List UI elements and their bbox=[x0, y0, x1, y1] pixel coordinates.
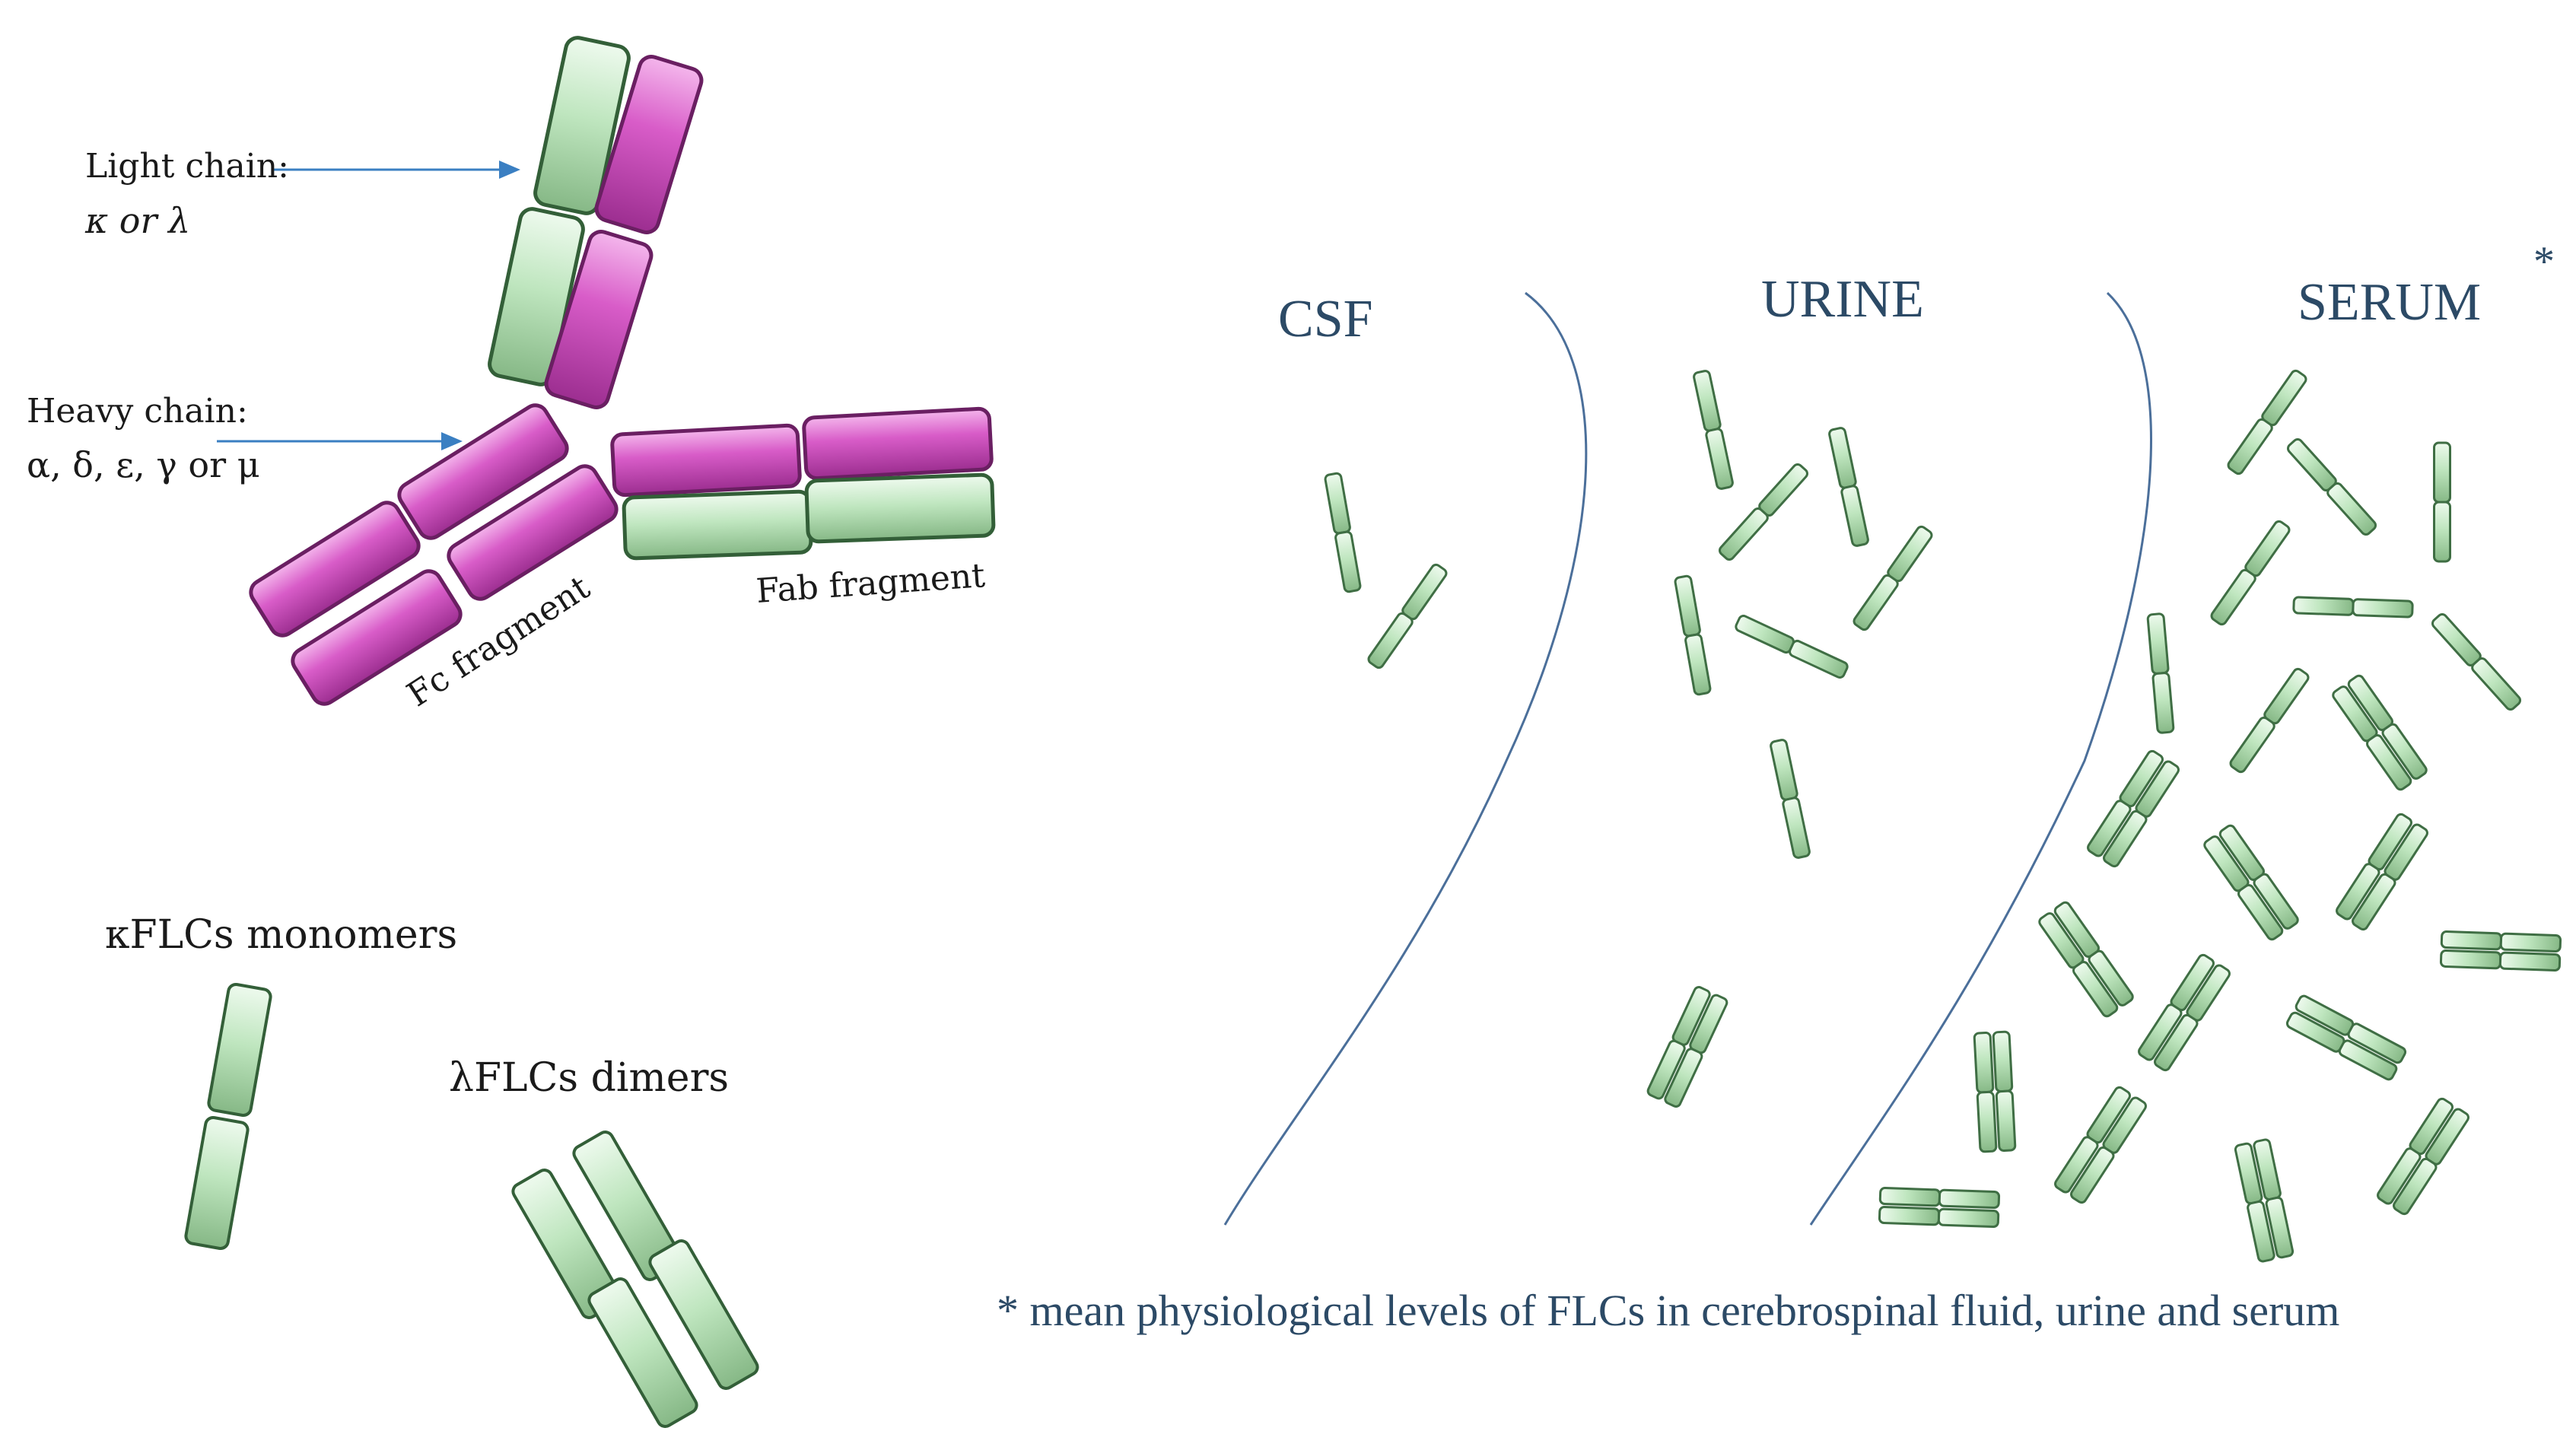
csf-kappa-monomer bbox=[1324, 472, 1362, 593]
heavy-chain-arrow bbox=[217, 432, 463, 450]
serum-lambda-dimer bbox=[2203, 824, 2299, 941]
kappa-monomer-example bbox=[184, 982, 272, 1251]
fab-fragment bbox=[610, 406, 996, 561]
serum-kappa-monomer bbox=[2227, 369, 2307, 475]
heavy-chain-segment bbox=[802, 406, 994, 481]
urine-kappa-monomer bbox=[1770, 739, 1811, 859]
lambda-dimer-segment bbox=[587, 1277, 698, 1428]
heavy-chain-types: α, δ, ε, γ or μ bbox=[27, 444, 260, 485]
heavy-chain-segment bbox=[291, 569, 463, 706]
lambda-dimer-segment bbox=[648, 1239, 759, 1390]
urine-kappa-monomer bbox=[1718, 463, 1809, 561]
fc-fragment bbox=[249, 403, 619, 706]
serum-lambda-dimer bbox=[2234, 1138, 2295, 1263]
light-chain-segment bbox=[533, 36, 631, 215]
csf-urine-divider bbox=[1223, 291, 1588, 1226]
heavy-chain-segment bbox=[447, 464, 619, 601]
urine-kappa-monomer bbox=[1674, 574, 1712, 696]
serum-kappa-monomer bbox=[2210, 520, 2291, 626]
asterisk-marker: * bbox=[2533, 238, 2555, 285]
heavy-chain-segment bbox=[610, 423, 802, 498]
antibody bbox=[249, 36, 996, 706]
light-chain-arrow bbox=[274, 161, 520, 179]
serum-kappa-monomer bbox=[2146, 612, 2175, 734]
serum-lambda-dimer bbox=[2285, 994, 2407, 1081]
fab-fragment-label: Fab fragment bbox=[755, 556, 987, 611]
lambda-dimer-example bbox=[511, 1131, 759, 1428]
serum-lambda-dimer bbox=[2439, 930, 2562, 972]
urine-kappa-monomer bbox=[1852, 525, 1933, 631]
serum-lambda-dimer bbox=[1973, 1030, 2017, 1153]
heavy-chain-segment bbox=[594, 55, 704, 234]
serum-lambda-dimer bbox=[2138, 953, 2231, 1072]
serum-kappa-monomer bbox=[2286, 437, 2377, 536]
serum-lambda-dimer bbox=[2377, 1097, 2469, 1216]
serum-lambda-dimer bbox=[2336, 813, 2428, 931]
kappa-monomers-label: κFLCs monomers bbox=[105, 912, 457, 958]
serum-lambda-dimer bbox=[2054, 1086, 2147, 1204]
urine-kappa-monomer bbox=[1735, 614, 1849, 679]
footnote: * mean physiological levels of FLCs in c… bbox=[997, 1286, 2339, 1335]
antibody-upper-arm bbox=[488, 36, 704, 409]
serum-lambda-dimer bbox=[2087, 749, 2180, 868]
urine-kappa-monomer bbox=[1828, 427, 1869, 547]
light-chain-types: κ or λ bbox=[84, 200, 190, 241]
serum-kappa-monomer bbox=[2431, 612, 2522, 711]
light-chain-segment bbox=[622, 489, 813, 561]
light-chain-segment bbox=[488, 207, 585, 386]
csf-kappa-monomer bbox=[1367, 563, 1448, 669]
serum-lambda-dimer bbox=[1878, 1186, 2001, 1229]
flc-layer bbox=[1324, 369, 2562, 1263]
urine-region-label: URINE bbox=[1761, 270, 1924, 329]
urine-kappa-monomer bbox=[1693, 370, 1734, 490]
lambda-dimers-label: λFLCs dimers bbox=[449, 1055, 729, 1101]
serum-region-label: SERUM bbox=[2298, 273, 2481, 332]
serum-lambda-dimer bbox=[2038, 901, 2134, 1018]
heavy-chain-title: Heavy chain: bbox=[27, 392, 248, 431]
heavy-chain-segment bbox=[249, 501, 421, 638]
heavy-chain-segment bbox=[544, 230, 654, 409]
kappa-monomer-segment bbox=[207, 982, 272, 1118]
serum-kappa-monomer bbox=[2229, 667, 2310, 774]
light-chain-segment bbox=[804, 472, 996, 544]
urine-serum-divider bbox=[1809, 291, 2152, 1226]
serum-kappa-monomer bbox=[2433, 441, 2451, 563]
kappa-monomer-segment bbox=[184, 1115, 250, 1251]
light-chain-title: Light chain: bbox=[85, 147, 289, 186]
urine-lambda-dimer bbox=[1646, 986, 1728, 1108]
serum-lambda-dimer bbox=[2332, 674, 2428, 791]
csf-region-label: CSF bbox=[1278, 290, 1373, 348]
heavy-chain-segment bbox=[397, 403, 569, 540]
serum-kappa-monomer bbox=[2292, 596, 2414, 619]
